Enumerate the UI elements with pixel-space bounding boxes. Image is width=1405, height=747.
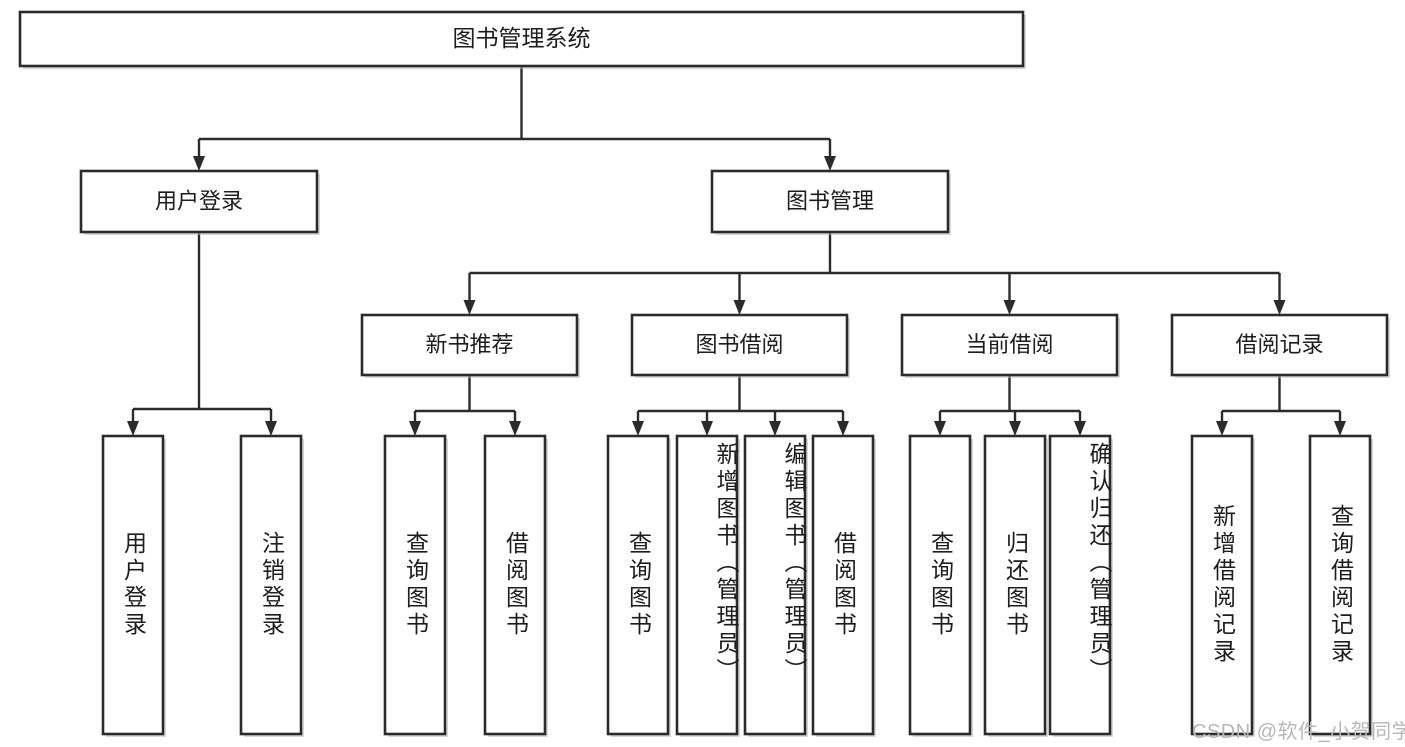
node-book-manage[interactable]: [710, 169, 950, 234]
connector-current-borrow-to-leaf-confirm-return-head: [1074, 421, 1086, 436]
watermark-text: CSDN @软件_小贺同学: [1192, 721, 1405, 743]
node-new-book-recommend-label: 新书推荐: [425, 332, 513, 357]
node-root-label: 图书管理系统: [453, 25, 591, 51]
node-leaf-borrow-book-2[interactable]: [811, 434, 875, 736]
connector-current-borrow-to-leaf-query-book-3-head: [934, 421, 946, 436]
connector-user-login-to-leaf-user-logout-head: [265, 421, 277, 436]
connector-root-to-book-manage-head: [824, 156, 836, 171]
connector-book-borrow-to-leaf-add-book-head: [701, 421, 713, 436]
connector-book-borrow-to-leaf-query-book-2-head: [632, 421, 644, 436]
connector-book-manage-to-book-borrow-head: [733, 300, 746, 315]
node-leaf-return-book[interactable]: [983, 434, 1047, 736]
node-leaf-add-record[interactable]: [1190, 434, 1254, 736]
node-leaf-query-book-1[interactable]: [383, 434, 447, 736]
connector-new-book-recommend-to-leaf-query-book-1-head: [409, 421, 421, 436]
node-leaf-query-record[interactable]: [1308, 434, 1372, 736]
node-leaf-user-logout[interactable]: [239, 434, 303, 736]
node-current-borrow-label: 当前借阅: [965, 332, 1053, 357]
connector-borrow-record-to-leaf-add-record-head: [1216, 421, 1228, 436]
connector-user-login-to-leaf-user-login-head: [127, 421, 139, 436]
connector-book-manage-to-new-book-recommend-head: [463, 300, 476, 315]
node-new-book-recommend[interactable]: [360, 313, 579, 377]
node-boxes: [18, 10, 1390, 737]
node-borrow-record-label: 借阅记录: [1235, 332, 1323, 357]
node-leaf-edit-book[interactable]: [743, 434, 807, 736]
node-leaf-user-login[interactable]: [101, 434, 165, 736]
connector-book-manage-to-borrow-record-head: [1273, 300, 1286, 315]
node-book-borrow[interactable]: [630, 313, 849, 377]
node-book-manage-label: 图书管理: [786, 188, 874, 213]
node-leaf-add-book[interactable]: [675, 434, 739, 736]
connector-book-borrow-to-leaf-borrow-book-2-head: [837, 421, 849, 436]
node-leaf-query-book-3[interactable]: [908, 434, 972, 736]
connector-current-borrow-to-leaf-return-book-head: [1009, 421, 1021, 436]
node-root[interactable]: [18, 10, 1025, 68]
node-borrow-record[interactable]: [1170, 313, 1389, 377]
connector-root-to-user-login-head: [193, 156, 205, 171]
node-leaf-query-book-2[interactable]: [606, 434, 670, 736]
connector-book-manage-to-current-borrow-head: [1003, 300, 1016, 315]
node-user-login-label: 用户登录: [155, 188, 243, 213]
node-book-borrow-label: 图书借阅: [695, 332, 783, 357]
node-user-login[interactable]: [79, 169, 319, 234]
node-current-borrow[interactable]: [900, 313, 1119, 377]
node-leaf-confirm-return[interactable]: [1048, 434, 1112, 736]
connector-book-borrow-to-leaf-edit-book-head: [769, 421, 781, 436]
node-leaf-borrow-book-1[interactable]: [483, 434, 547, 736]
connector-lines: [127, 66, 1346, 436]
connector-borrow-record-to-leaf-query-record-head: [1334, 421, 1346, 436]
connector-new-book-recommend-to-leaf-borrow-book-1-head: [509, 421, 521, 436]
